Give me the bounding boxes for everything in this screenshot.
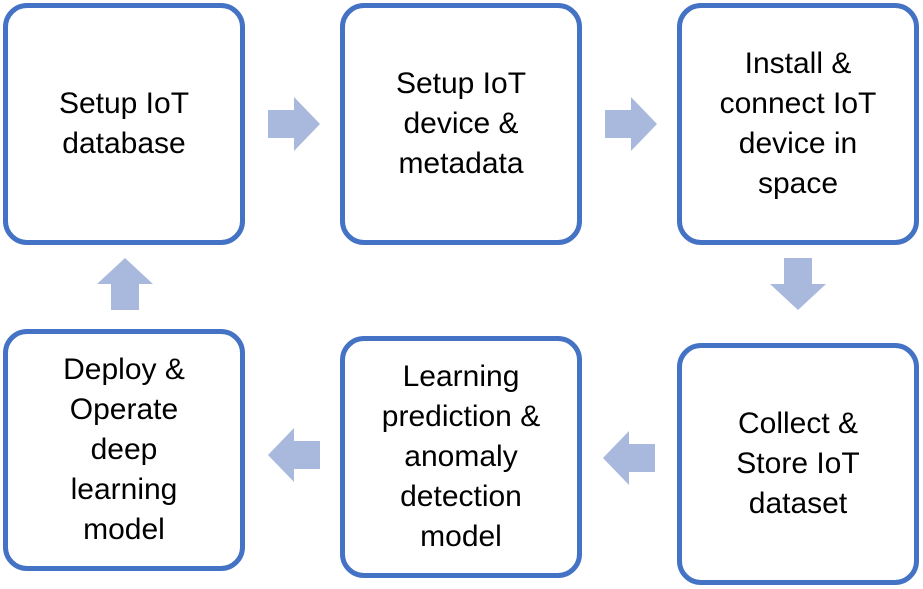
step-box-setup-device: Setup IoT device & metadata [340, 3, 582, 245]
step-label: Collect & Store IoT dataset [736, 407, 860, 520]
step-label: Install & connect IoT device in space [719, 47, 877, 200]
arrow-left-icon [603, 431, 655, 485]
step-label: Learning prediction & anomaly detection … [381, 360, 541, 553]
step-label: Setup IoT device & metadata [395, 67, 527, 180]
arrow-right-icon [605, 97, 657, 151]
arrow-up-icon [97, 258, 153, 310]
step-label: Deploy & Operate deep learning model [63, 353, 185, 546]
step-box-install-device: Install & connect IoT device in space [677, 3, 919, 245]
arrow-right-icon [268, 97, 320, 151]
step-label: Setup IoT database [58, 87, 190, 160]
step-box-deploy-model: Deploy & Operate deep learning model [3, 329, 245, 571]
step-box-learning-model: Learning prediction & anomaly detection … [340, 336, 582, 578]
step-box-setup-database: Setup IoT database [3, 3, 245, 245]
arrow-down-icon [770, 258, 826, 310]
arrow-left-icon [268, 428, 320, 482]
step-box-collect-dataset: Collect & Store IoT dataset [677, 343, 919, 585]
